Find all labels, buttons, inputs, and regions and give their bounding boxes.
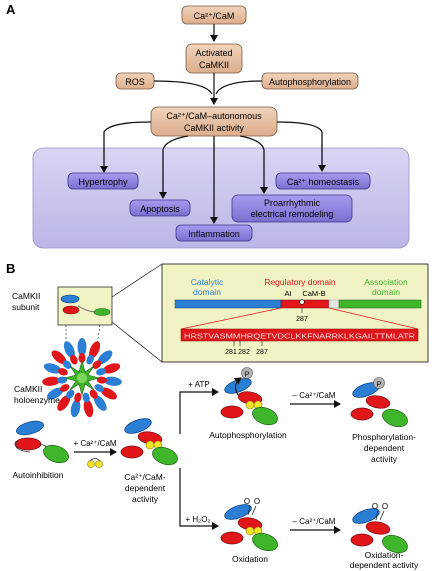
oxygen-label-2a: O (372, 502, 378, 511)
regulatory-label: Regulatory domain (264, 277, 336, 287)
dependent-label-1: Ca²⁺/CaM- (124, 472, 165, 482)
apoptosis-pill (129, 199, 191, 217)
ox-dep-label-2: dependent activity (350, 560, 419, 570)
dependent-label-3: activity (132, 494, 159, 504)
ai-label: AI (284, 289, 291, 298)
phos-dep-label-2: dependent (364, 443, 405, 453)
arrow-to-oxidation (179, 468, 219, 530)
apoptosis-label: Apoptosis (140, 204, 180, 214)
oxidation-state-label: Oxidation (232, 554, 268, 564)
arrow-to-proarrhythmic (239, 135, 268, 194)
expansion-line-right (328, 307, 419, 330)
ros-label: ROS (125, 77, 145, 87)
plus-cacam-label: + Ca²⁺/CaM (73, 439, 116, 448)
autophosphorylation-state (220, 377, 278, 426)
phosphate-label-2: P (376, 380, 381, 389)
oxygen-label-1b: O (254, 497, 260, 506)
association-domain-bar (338, 299, 422, 309)
zoom-line-top (111, 263, 163, 298)
arrow-to-ca-homeostasis (276, 121, 326, 172)
ros-merge-line (153, 80, 213, 95)
phosphate-label-1: P (244, 370, 249, 379)
activated-label-2: CaMKII (199, 60, 229, 70)
inflammation-pill (175, 224, 253, 242)
association-label-2: domain (372, 287, 400, 297)
proarrhythmic-pill (231, 194, 353, 223)
expansion-line-left (180, 307, 282, 330)
autonomous-label-2: CaMKII activity (184, 123, 245, 133)
sequence-text: HRSTVASMMHRQETVDCLKKFNARRKLKGAILTTMLATR (184, 332, 415, 341)
regulatory-domain-bar (280, 299, 330, 309)
plus-h2o2-label: + H₂O₂ (185, 515, 210, 524)
holoenzyme-label-1: CaMKII (14, 384, 42, 394)
minus-cacam-label-2: – Ca²⁺/CaM (293, 517, 336, 526)
ox-dep-label-1: Oxidation- (365, 550, 404, 560)
arrow-to-autophosphorylation (179, 388, 219, 434)
arrow-to-apoptosis (159, 135, 189, 199)
subunit-label-2: subunit (12, 302, 40, 312)
phosphate-icon-1 (241, 367, 253, 379)
panel-a-label: A (6, 2, 16, 17)
oxygen-label-1a: O (244, 497, 250, 506)
subunit-label-1: CaMKII (12, 291, 40, 301)
ox-dependent-state (350, 508, 408, 554)
panel-b-label: B (6, 261, 15, 276)
cacam-box-label: Ca²⁺/CaM (194, 11, 235, 21)
sequence-bar (180, 328, 419, 342)
phos-dep-label-1: Phosphorylation- (352, 432, 416, 442)
subunit-molecule (60, 294, 111, 316)
arrow-to-hypertrophy (100, 121, 152, 173)
residue-287-marker (299, 299, 305, 305)
domain-zoom-box (161, 263, 429, 363)
residue-282-label: 282 (238, 349, 250, 356)
hypertrophy-label: Hypertrophy (78, 177, 128, 187)
hypertrophy-pill (67, 172, 139, 190)
catalytic-label-2: domain (193, 287, 221, 297)
oxidation-state (220, 504, 278, 552)
phos-dep-label-3: activity (371, 454, 398, 464)
autophosphorylation-label: Autophosphorylation (269, 77, 351, 87)
oxygen-label-2b: O (382, 502, 388, 511)
inflammation-label: Inflammation (188, 229, 240, 239)
activated-label-1: Activated (195, 48, 232, 58)
phosphate-icon-2 (373, 377, 385, 389)
linker-bar (328, 299, 340, 309)
phos-dependent-state (350, 382, 408, 428)
subunit-dash-right (95, 324, 101, 353)
autoinhibition-label: Autoinhibition (12, 470, 63, 480)
zoom-line-bottom (111, 321, 163, 363)
minus-cacam-label-1: – Ca²⁺/CaM (293, 391, 336, 400)
cacam-dependent-state (120, 418, 178, 466)
holoenzyme-label-2: holoenzyme (14, 395, 60, 405)
catalytic-label-1: Catalytic (191, 277, 224, 287)
plus-atp-label: + ATP (188, 380, 209, 389)
camb-label: CaM-B (302, 289, 325, 298)
proarrhythmic-label-2: electrical remodeling (251, 209, 334, 219)
residue-287-bottom-label: 287 (256, 349, 268, 356)
ca-homeostasis-pill (275, 172, 371, 190)
autoinhibition-state (14, 420, 69, 464)
residue-281-label: 281 (225, 349, 237, 356)
calmodulin-icon (87, 458, 103, 468)
residue-287-top-label: 287 (296, 316, 308, 323)
dependent-label-2: dependent (125, 483, 166, 493)
autonomous-label-1: Ca²⁺/CaM–autonomous (166, 111, 262, 121)
association-label-1: Association (364, 277, 408, 287)
autophos-merge-line (215, 80, 263, 95)
subunit-highlight-box (57, 286, 113, 326)
ca-homeostasis-label: Ca²⁺ homeostasis (287, 177, 360, 187)
holoenzyme-ring (42, 338, 122, 418)
proarrhythmic-label-1: Proarrhythmic (264, 198, 321, 208)
catalytic-domain-bar (174, 299, 282, 309)
autophosphorylation-state-label: Autophosphorylation (209, 430, 287, 440)
